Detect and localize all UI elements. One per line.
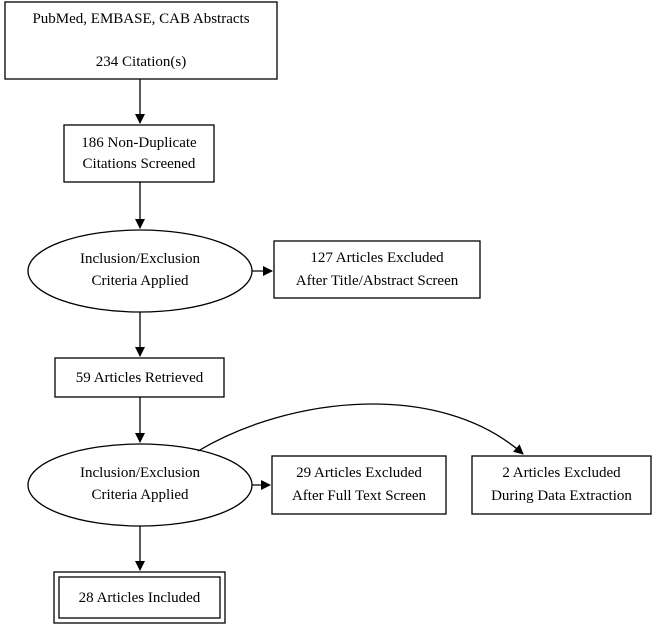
excluded2-line2: After Full Text Screen — [291, 488, 427, 504]
node-criteria2-ellipse — [27, 443, 253, 527]
sources-line2: 234 Citation(s) — [95, 54, 187, 70]
criteria1-line1: Inclusion/Exclusion — [80, 251, 200, 267]
node-included-box-inner — [58, 576, 221, 619]
node-excluded1-box — [273, 240, 481, 299]
sources-line1: PubMed, EMBASE, CAB Abstracts — [32, 11, 250, 27]
criteria1-line2: Criteria Applied — [91, 273, 189, 289]
node-criteria1-ellipse — [27, 229, 253, 313]
criteria2-line2: Criteria Applied — [91, 487, 189, 503]
screened-line2: Citations Screened — [82, 156, 196, 172]
node-included-box-outer — [53, 571, 226, 624]
node-sources-box — [4, 1, 278, 80]
node-excluded3-box — [471, 455, 652, 515]
included-line1: 28 Articles Included — [78, 590, 201, 606]
excluded3-line2: During Data Extraction — [491, 488, 632, 504]
excluded3-line1: 2 Articles Excluded — [502, 465, 621, 481]
node-screened-box — [63, 124, 215, 183]
retrieved-line1: 59 Articles Retrieved — [75, 370, 204, 386]
screened-line1: 186 Non-Duplicate — [81, 135, 197, 151]
excluded1-line2: After Title/Abstract Screen — [295, 273, 459, 289]
edge-criteria2-excluded3 — [197, 403, 524, 455]
criteria2-line1: Inclusion/Exclusion — [80, 465, 200, 481]
excluded1-line1: 127 Articles Excluded — [310, 250, 444, 266]
excluded2-line1: 29 Articles Excluded — [296, 465, 422, 481]
node-excluded2-box — [271, 455, 447, 515]
node-retrieved-box — [54, 357, 225, 398]
